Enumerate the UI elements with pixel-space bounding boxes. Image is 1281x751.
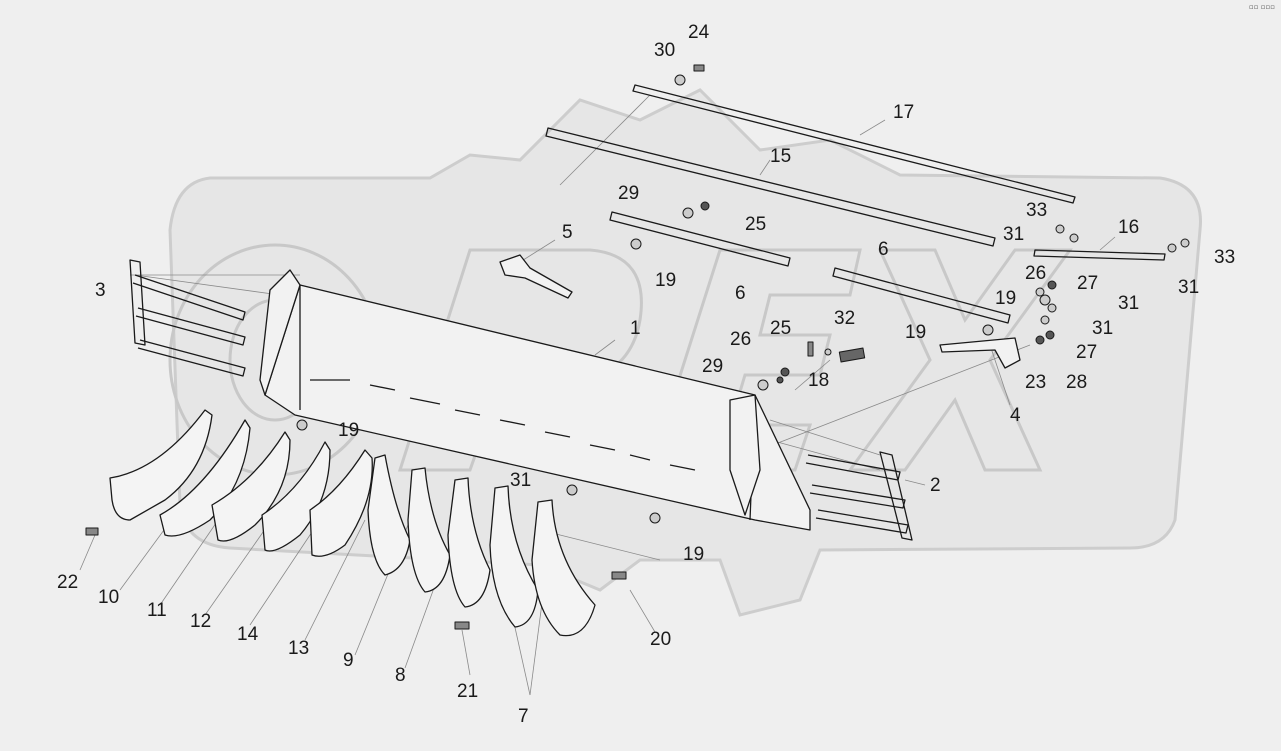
callout-28: 28: [1066, 372, 1087, 393]
bolt-20: [611, 571, 627, 580]
callout-16: 16: [1118, 217, 1139, 238]
callout-27-a: 27: [1077, 273, 1098, 294]
main-panel-1: [259, 269, 811, 531]
washer-33b: [1069, 233, 1079, 243]
nut-25a: [700, 201, 710, 211]
bracket-5: [499, 254, 573, 299]
strip-15: [545, 127, 996, 247]
curved-flaps: [109, 409, 373, 557]
callout-27-b: 27: [1076, 342, 1097, 363]
callout-19-e: 19: [683, 544, 704, 565]
callout-19-c: 19: [905, 322, 926, 343]
callout-33-a: 33: [1026, 200, 1047, 221]
pin-32: [807, 341, 814, 357]
hardware: [85, 64, 1190, 630]
washer-31c: [1040, 315, 1050, 325]
washer-19b: [1039, 294, 1051, 306]
tall-flaps: [367, 454, 596, 637]
callout-31-e: 31: [510, 470, 531, 491]
corner-mark: ▫▫ ▫▫▫: [1249, 3, 1275, 11]
callout-20: 20: [650, 629, 671, 650]
callout-6-left: 6: [735, 283, 746, 304]
callout-8: 8: [395, 665, 406, 686]
washer-29a: [682, 207, 694, 219]
strip-6-left: [609, 211, 791, 267]
washer-19a: [630, 238, 642, 250]
nut-25b: [780, 367, 790, 377]
callout-31-b: 31: [1178, 277, 1199, 298]
washer-19d: [296, 419, 308, 431]
callout-26-b: 26: [730, 329, 751, 350]
callout-7: 7: [518, 706, 529, 727]
nut-28: [1035, 335, 1045, 345]
spring-18: [838, 347, 866, 363]
callout-23: 23: [1025, 372, 1046, 393]
nut-27a: [1047, 280, 1057, 290]
callout-26-a: 26: [1025, 263, 1046, 284]
callout-13: 13: [288, 638, 309, 659]
washer-33a: [1055, 224, 1065, 234]
callout-14: 14: [237, 624, 259, 645]
callout-19-b: 19: [995, 288, 1016, 309]
callout-31-d: 31: [1092, 318, 1113, 339]
callout-24: 24: [688, 22, 710, 43]
callout-17: 17: [893, 102, 914, 123]
callout-19-a: 19: [655, 270, 676, 291]
washer-pin: [824, 348, 832, 356]
callout-29-b: 29: [702, 356, 723, 377]
washer-30: [674, 74, 686, 86]
callout-10: 10: [98, 587, 119, 608]
callout-labels: 1 2 3 4 5 6 6 7 8 9 10 11 12 13 14 15 16…: [57, 22, 1235, 727]
bolt-24: [693, 64, 705, 72]
washer-33c: [1180, 238, 1190, 248]
callout-2: 2: [930, 475, 941, 496]
callout-19-d: 19: [338, 420, 359, 441]
callout-3: 3: [95, 280, 106, 301]
callout-25-b: 25: [770, 318, 791, 339]
callout-15: 15: [770, 146, 791, 167]
bracket-4: [939, 337, 1021, 369]
callout-30: 30: [654, 40, 675, 61]
parts: [85, 64, 1190, 637]
callout-32: 32: [834, 308, 855, 329]
callout-1: 1: [630, 318, 641, 339]
washer-19c: [982, 324, 994, 336]
callout-5: 5: [562, 222, 573, 243]
nut-27b: [1045, 330, 1055, 340]
washer-31d: [566, 484, 578, 496]
washer-31b: [1047, 303, 1057, 313]
bolt-22: [85, 527, 99, 536]
strip-6-right: [832, 267, 1011, 324]
callout-11: 11: [147, 600, 167, 621]
callout-4: 4: [1010, 405, 1021, 426]
washer-31a: [1167, 243, 1177, 253]
top-strip-17: [632, 84, 1076, 204]
washer-19e: [649, 512, 661, 524]
nut-26b: [776, 376, 784, 384]
callout-25-a: 25: [745, 214, 766, 235]
watermark-gear: [168, 88, 1202, 617]
washer-26a: [1035, 287, 1045, 297]
callout-12: 12: [190, 611, 211, 632]
callout-21: 21: [457, 681, 478, 702]
callout-22: 22: [57, 572, 78, 593]
callout-6-right: 6: [878, 239, 889, 260]
washer-29b: [757, 379, 769, 391]
callout-9: 9: [343, 650, 354, 671]
callout-33-b: 33: [1214, 247, 1235, 268]
bolt-21: [454, 621, 470, 630]
callout-31-c: 31: [1118, 293, 1139, 314]
bracket-2: [805, 451, 913, 541]
bracket-3: [129, 259, 246, 377]
callout-18: 18: [808, 370, 829, 391]
callout-31-a: 31: [1003, 224, 1024, 245]
bar-16: [1033, 249, 1166, 261]
callout-29-a: 29: [618, 183, 639, 204]
